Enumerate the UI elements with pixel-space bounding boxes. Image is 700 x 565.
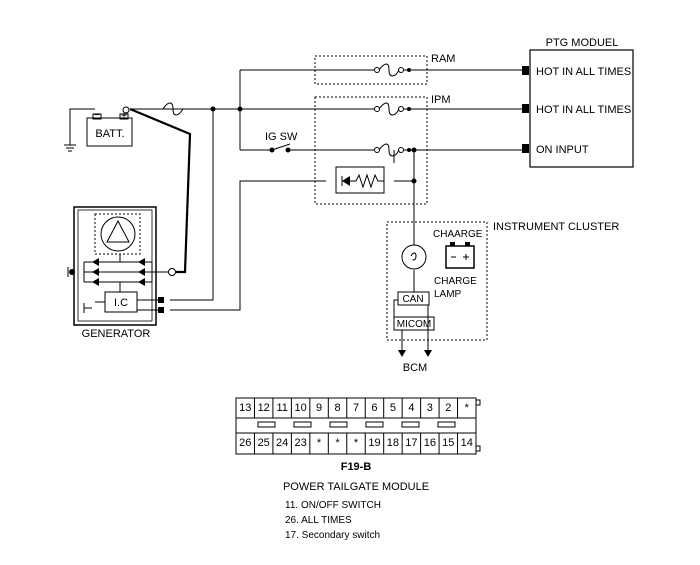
connector-pin-label: 24 — [276, 437, 288, 449]
ipm-box: IPM — [314, 94, 451, 205]
ptg-pin-label-1: HOT IN ALL TIMES — [536, 66, 631, 78]
connector-pin-label: 14 — [461, 437, 473, 449]
ig-switch-label: IG SW — [265, 131, 298, 143]
ram-box: RAM — [314, 53, 455, 85]
ptg-pin-label-2: HOT IN ALL TIMES — [536, 104, 631, 116]
bcm-label: BCM — [403, 362, 427, 374]
chaarge-label: CHAARGE — [433, 229, 483, 240]
diode-resistor-component — [335, 166, 385, 194]
connector-pin-label: 11 — [276, 402, 287, 414]
connector-pin-label: 13 — [239, 402, 251, 414]
connector-pin-label: 6 — [371, 402, 377, 414]
connector-id: F19-B — [341, 461, 372, 473]
micom-label: MICOM — [397, 319, 431, 330]
connector-pin-label: 23 — [294, 437, 306, 449]
connector-pin-label: 3 — [427, 402, 433, 414]
connector-pin-label: 10 — [294, 402, 306, 414]
connector-pin-label: 2 — [445, 402, 451, 414]
ptg-module-title: PTG MODUEL — [546, 37, 619, 49]
can-label: CAN — [402, 294, 423, 305]
fuse-ram — [374, 63, 404, 77]
ram-label: RAM — [431, 53, 455, 65]
instrument-cluster-label: INSTRUMENT CLUSTER — [493, 221, 619, 233]
generator: GENERATOR I.C — [67, 206, 176, 340]
lamp-label: LAMP — [434, 289, 462, 300]
battery-label: BATT. — [95, 128, 124, 140]
connector-pin-label: * — [317, 437, 322, 449]
junction-dots — [210, 68, 417, 184]
charge-label: CHARGE — [434, 276, 477, 287]
ptg-pin-1 — [522, 66, 529, 75]
generator-label: GENERATOR — [82, 328, 151, 340]
connector-pin-label: 12 — [258, 402, 270, 414]
connector-pin-label: 7 — [353, 402, 359, 414]
battery-minus-mark: − — [94, 110, 100, 121]
connector-pin-label: 5 — [390, 402, 396, 414]
ic-label: I.C — [114, 297, 128, 309]
battery-ground-symbol — [64, 144, 76, 152]
battery-plus-mark: + — [121, 111, 127, 122]
connector-pin-label: 19 — [368, 437, 380, 449]
connector-pin-label: 16 — [424, 437, 436, 449]
pin-note-3: 17. Secondary switch — [285, 530, 381, 541]
connector-pin-label: 26 — [239, 437, 251, 449]
fuse-ipm-2 — [374, 143, 404, 157]
connector-pin-label: * — [354, 437, 359, 449]
ipm-label: IPM — [431, 94, 451, 106]
fuse-ipm-1 — [374, 102, 404, 116]
connector-pin-label: * — [465, 402, 470, 414]
connector-pin-label: 8 — [334, 402, 340, 414]
pin-note-1: 11. ON/OFF SWITCH — [285, 500, 381, 511]
connector-pin-label: 18 — [387, 437, 399, 449]
connector-pin-label: 9 — [316, 402, 322, 414]
connector-pin-label: 4 — [408, 402, 414, 414]
ig-switch: IG SW — [265, 131, 298, 153]
fuse-main — [162, 102, 184, 116]
connector-pin-label: 25 — [258, 437, 270, 449]
ptg-pin-3 — [522, 144, 529, 153]
battery: − + BATT. — [86, 106, 133, 147]
instrument-cluster: INSTRUMENT CLUSTER CHAARGE CHARGE LAMP C… — [386, 221, 619, 374]
ptg-module: PTG MODUEL HOT IN ALL TIMES HOT IN ALL T… — [522, 37, 634, 168]
ptg-pin-2 — [522, 104, 529, 113]
connector-pin-label: * — [335, 437, 340, 449]
pin-note-2: 26. ALL TIMES — [285, 515, 352, 526]
connector-pin-label: 17 — [405, 437, 417, 449]
connector-name: POWER TAILGATE MODULE — [283, 481, 429, 493]
connector-pin-label: 15 — [442, 437, 454, 449]
pin-notes: 11. ON/OFF SWITCH 26. ALL TIMES 17. Seco… — [285, 498, 381, 543]
ptg-pin-label-3: ON INPUT — [536, 144, 589, 156]
